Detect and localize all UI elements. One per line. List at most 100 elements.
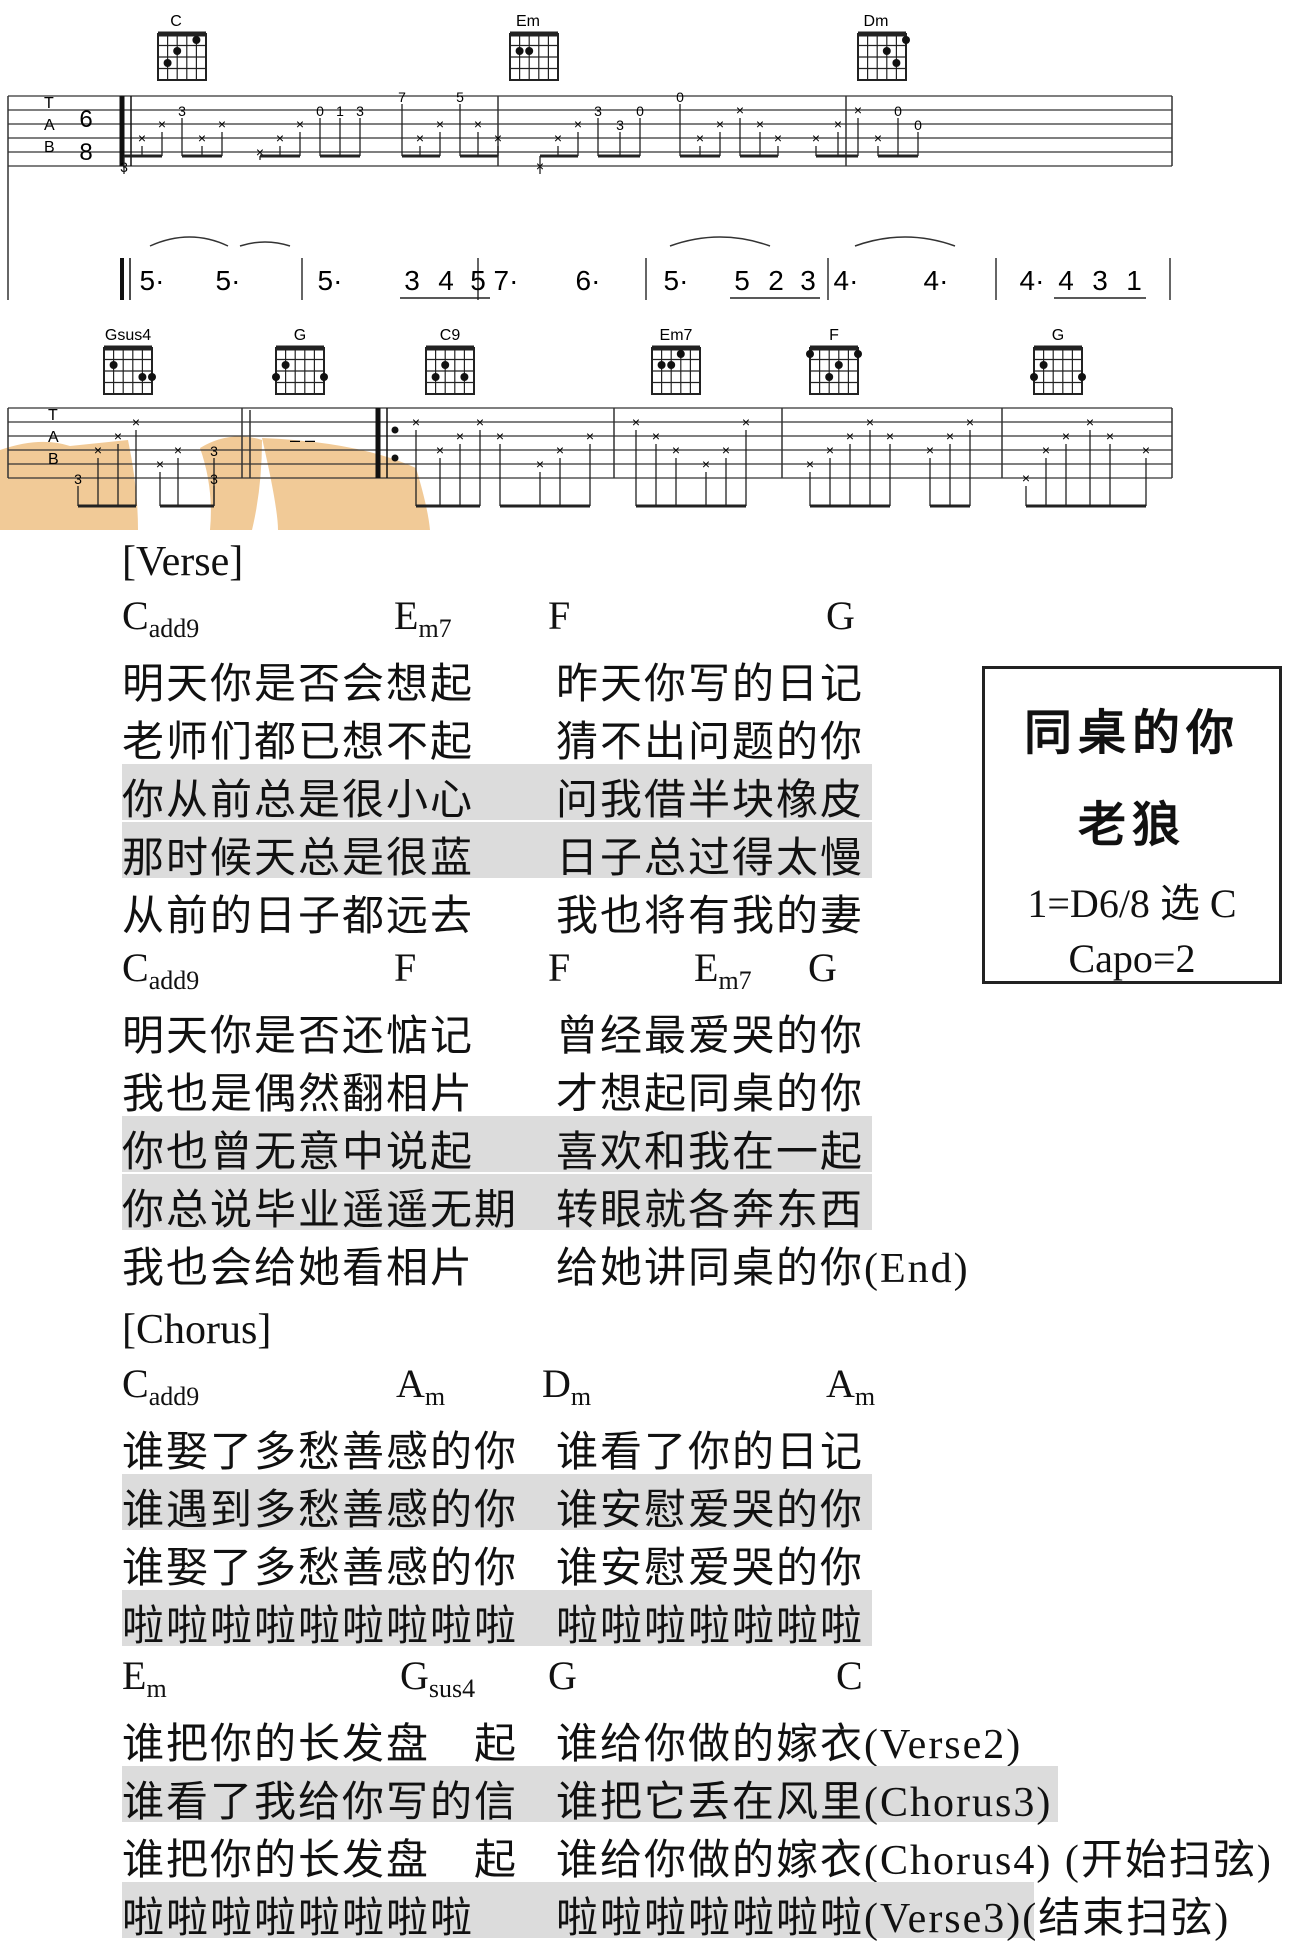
finger-dot <box>431 373 440 381</box>
notation-note: 3 <box>404 265 420 296</box>
tab-fret-number: 0 <box>676 89 684 105</box>
svg-text:Em: Em <box>516 13 540 30</box>
tab-x-mark: × <box>652 428 660 444</box>
chord-diagram-c9: C9 <box>425 327 475 395</box>
tab-fret-number: 0 <box>914 117 922 133</box>
verse-label: [Verse] <box>122 539 244 585</box>
tab-x-mark: × <box>554 130 562 146</box>
lyric-second-half: 昨天你写的日记 <box>556 659 865 708</box>
tab-x-mark: × <box>474 116 482 132</box>
tab-x-mark: × <box>174 442 182 458</box>
notation-note: 4· <box>924 265 949 296</box>
chord-symbol: Am <box>396 1361 446 1411</box>
lyric-line: 谁娶了多愁善感的你谁安慰爱哭的你 <box>122 1532 872 1592</box>
tab-x-mark: × <box>1042 442 1050 458</box>
lyric-first-half: 谁遇到多愁善感的你 <box>122 1485 519 1534</box>
lyric-second-half: 才想起同桌的你 <box>556 1069 865 1118</box>
tab-x-mark: × <box>132 414 140 430</box>
chord-symbol: Gsus4 <box>400 1653 476 1703</box>
tab-fret-number: 3 <box>178 103 186 119</box>
chord-diagram-g: G <box>272 327 328 395</box>
svg-text:A: A <box>44 117 55 134</box>
svg-text:T: T <box>48 407 58 424</box>
lyric-second-half: 谁安慰爱哭的你 <box>556 1543 865 1592</box>
chorus-label: [Chorus] <box>122 1307 272 1353</box>
tab-x-mark: × <box>94 442 102 458</box>
tab-fret-number: 0 <box>316 103 324 119</box>
chord-symbol: Em <box>122 1653 167 1703</box>
finger-dot <box>138 373 147 381</box>
tab-x-mark: × <box>632 414 640 430</box>
capo-info: Capo=2 <box>1068 936 1196 981</box>
lyric-second-half: 谁安慰爱哭的你 <box>556 1485 865 1534</box>
tab-x-mark: × <box>722 442 730 458</box>
svg-text:8: 8 <box>79 139 92 166</box>
tab-x-mark: × <box>866 414 874 430</box>
lyric-first-half: 你总说毕业遥遥无期 <box>122 1185 519 1234</box>
tab-fret-number: 1 <box>336 103 344 119</box>
lyric-first-half: 那时候天总是很蓝 <box>122 833 475 882</box>
tab-x-mark: × <box>846 428 854 444</box>
lyric-line: 谁把你的长发盘 起谁给你做的嫁衣(Verse2) <box>122 1708 1020 1768</box>
tab-x-mark: × <box>586 428 594 444</box>
notation-note: 3 <box>800 265 816 296</box>
finger-dot <box>806 350 814 358</box>
chord-name: G <box>294 327 306 344</box>
tab-x-mark: × <box>696 130 704 146</box>
lyric-second-half: 谁看了你的日记 <box>556 1427 865 1476</box>
chord-diagram-f: F <box>806 327 862 395</box>
finger-dot <box>460 373 469 381</box>
chord-symbol: Em7 <box>694 945 752 995</box>
lyric-line: 明天你是否会想起昨天你写的日记 <box>122 648 872 708</box>
finger-dot <box>667 361 676 369</box>
tab-x-mark: × <box>874 130 882 146</box>
lyric-first-half: 谁娶了多愁善感的你 <box>122 1543 519 1592</box>
tab-x-mark: × <box>476 414 484 430</box>
svg-text:T: T <box>44 95 54 112</box>
tab-x-mark: × <box>1106 428 1114 444</box>
tab-fret-number: 0 <box>894 103 902 119</box>
chord-symbol: F <box>548 945 571 990</box>
finger-dot <box>1039 361 1048 369</box>
lyric-line: 老师们都已想不起猜不出问题的你 <box>122 706 872 766</box>
finger-dot <box>109 361 118 369</box>
tab-fret-number: 0 <box>636 103 644 119</box>
lyric-first-half: 你也曾无意中说起 <box>122 1127 475 1176</box>
tab-fret-number: 3 <box>616 117 624 133</box>
finger-dot <box>825 373 834 381</box>
artist-name: 老狼 <box>1077 797 1186 853</box>
tab-x-mark: × <box>114 428 122 444</box>
chord-diagram-em: Em <box>509 13 559 81</box>
notation-note: 4· <box>834 265 859 296</box>
tab-x-mark: × <box>456 428 464 444</box>
lyric-line: 谁娶了多愁善感的你谁看了你的日记 <box>122 1416 872 1476</box>
notation-note: 4 <box>438 265 454 296</box>
tab-x-mark: × <box>1086 414 1094 430</box>
chord-symbol: G <box>808 945 837 990</box>
lyric-second-half: 啦啦啦啦啦啦啦(Verse3)(结束扫弦) <box>556 1893 1231 1942</box>
tab-x-mark: × <box>138 130 146 146</box>
lyric-first-half: 你从前总是很小心 <box>122 775 475 824</box>
lyric-line: 那时候天总是很蓝日子总过得太慢 <box>122 822 872 882</box>
tab-x-mark: × <box>834 116 842 132</box>
notation-note: 4· <box>1020 265 1045 296</box>
finger-dot <box>854 350 862 358</box>
chord-symbol: G <box>548 1653 577 1698</box>
notation-note: 3 <box>1092 265 1108 296</box>
tab-fret-number: 3 <box>210 471 218 487</box>
chord-name: G <box>1052 327 1064 344</box>
tab-x-mark: × <box>436 116 444 132</box>
finger-dot <box>1078 373 1086 381</box>
svg-text:A: A <box>48 429 59 446</box>
section-cue: (End) <box>864 1246 970 1292</box>
song-title-box: 同桌的你 老狼 1=D6/8 选 C Capo=2 <box>982 666 1282 984</box>
lyric-second-half: 猜不出问题的你 <box>556 717 865 766</box>
tab-x-mark: × <box>1022 470 1030 486</box>
svg-text:Dm: Dm <box>864 13 889 30</box>
tab-x-mark: × <box>946 428 954 444</box>
finger-dot <box>272 373 280 381</box>
lyric-second-half: 谁给你做的嫁衣(Verse2) <box>556 1719 1023 1768</box>
lyric-second-half: 问我借半块橡皮 <box>556 775 865 824</box>
